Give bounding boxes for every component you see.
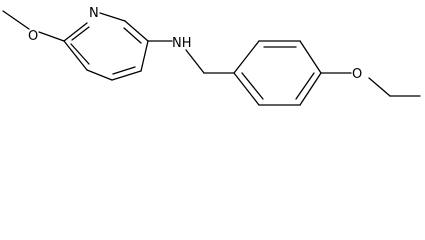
- bond-c4-c3: [111, 70, 142, 81]
- bond-c6-c5: [124, 20, 149, 42]
- atom-label-methoxy-o: O: [28, 29, 38, 44]
- bond-c3-c2b: [86, 69, 113, 81]
- bond-lines: [2, 10, 421, 106]
- bond-b4-b5: [299, 72, 322, 106]
- bond-b6-b1-inner: [241, 72, 264, 100]
- bond-o-c2: [38, 31, 65, 42]
- bond-c2b-c2: [63, 40, 88, 71]
- bond-nh-ch2: [185, 49, 205, 74]
- bond-b1-b2: [233, 40, 260, 74]
- bond-c2-n1-inner: [71, 26, 90, 41]
- bond-c2b-c2-inner: [70, 43, 90, 65]
- atom-labels: N NH O O: [28, 6, 362, 82]
- bond-n1-c6: [99, 12, 126, 22]
- bond-c2-n1: [63, 22, 88, 42]
- bond-c5-c4: [140, 40, 149, 72]
- chemical-structure: N NH O O: [2, 6, 421, 106]
- atom-label-ethoxy-o: O: [352, 67, 362, 82]
- bond-b3-b4: [299, 40, 322, 74]
- bond-o-ethyl: [368, 77, 391, 97]
- atom-label-amine-nh: NH: [172, 36, 192, 51]
- bond-c4-c3-inner: [112, 66, 136, 75]
- bond-c6-c5-inner: [123, 27, 142, 44]
- bond-methyl-o: [2, 10, 30, 30]
- bond-b4-b5-inner: [295, 72, 315, 100]
- bond-b6-b1: [233, 72, 260, 106]
- atom-label-pyridine-n: N: [89, 6, 99, 21]
